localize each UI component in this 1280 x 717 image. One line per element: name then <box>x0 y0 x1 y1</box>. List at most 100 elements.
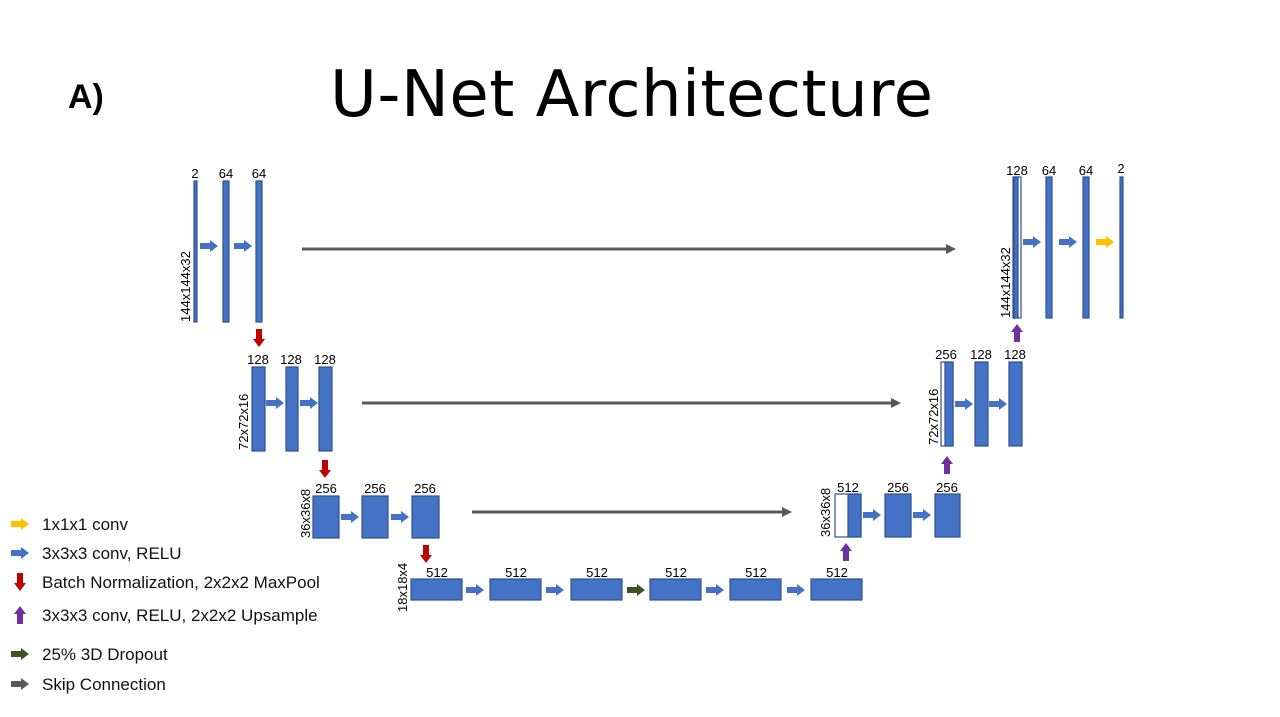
legend-label-conv: 3x3x3 conv, RELU <box>42 544 182 563</box>
feature-map-blocks <box>193 176 1124 601</box>
enc2-ch-1: 128 <box>247 352 269 367</box>
legend-conv-arrow-icon <box>11 547 29 559</box>
dec1-block-2 <box>1045 176 1053 319</box>
enc3-block-3 <box>411 495 440 539</box>
bottleneck-block-5 <box>729 578 782 601</box>
bottleneck-dim-label: 18x18x4 <box>395 563 410 612</box>
enc2-ch-2: 128 <box>280 352 302 367</box>
legend-label-dropout: 25% 3D Dropout <box>42 645 168 664</box>
bottleneck-ch-6: 512 <box>826 565 848 580</box>
legend-label-skip: Skip Connection <box>42 675 166 694</box>
enc1-ch-2: 64 <box>219 166 233 181</box>
legend-onexone-arrow-icon <box>11 518 29 530</box>
bottleneck-ch-4: 512 <box>665 565 687 580</box>
dec3-block-1-fill <box>847 493 862 538</box>
dec3-ch-1: 512 <box>837 480 859 495</box>
conv-arrow <box>1059 236 1077 248</box>
legend-upsample-arrow-icon <box>14 606 26 624</box>
dec1-block-3 <box>1082 176 1090 319</box>
enc2-block-2 <box>285 366 299 452</box>
enc1-block-1 <box>193 180 198 323</box>
dec3-dim-label: 36x36x8 <box>818 488 833 537</box>
enc3-ch-3: 256 <box>414 481 436 496</box>
conv-arrow <box>955 398 973 410</box>
conv-arrow <box>466 584 484 596</box>
dec1-dim-label: 144x144x32 <box>998 247 1013 318</box>
enc2-dim-label: 72x72x16 <box>236 394 251 450</box>
dec1-ch-3: 64 <box>1079 163 1093 178</box>
conv-arrow <box>787 584 805 596</box>
bottleneck-block-4 <box>649 578 702 601</box>
diagram-title: U-Net Architecture <box>330 58 934 132</box>
conv-arrow <box>546 584 564 596</box>
bottleneck-block-6 <box>810 578 863 601</box>
upsample-arrow <box>941 456 953 474</box>
skip-connection-1-head <box>946 244 956 254</box>
enc2-block-3 <box>318 366 333 452</box>
enc1-ch-3: 64 <box>252 166 266 181</box>
conv-arrow <box>234 240 252 252</box>
panel-label: A) <box>68 78 104 116</box>
upsample-arrow <box>840 543 852 561</box>
conv-arrow <box>300 397 318 409</box>
dec3-ch-2: 256 <box>887 480 909 495</box>
pool-arrow <box>420 545 432 563</box>
legend-label-pool: Batch Normalization, 2x2x2 MaxPool <box>42 573 320 592</box>
enc2-block-1 <box>251 366 266 452</box>
onexone-arrow <box>1096 236 1114 248</box>
conv-arrow <box>913 509 931 521</box>
legend-dropout-arrow-icon <box>11 648 29 660</box>
bottleneck-ch-5: 512 <box>745 565 767 580</box>
enc3-ch-2: 256 <box>364 481 386 496</box>
conv-arrow <box>863 509 881 521</box>
dec1-ch-4: 2 <box>1117 161 1124 176</box>
dec3-block-2 <box>884 493 912 538</box>
conv-arrow <box>989 398 1007 410</box>
legend-label-upsample: 3x3x3 conv, RELU, 2x2x2 Upsample <box>42 606 318 625</box>
skip-connection-3-head <box>782 507 792 517</box>
dec2-block-3 <box>1008 361 1023 447</box>
enc3-block-1 <box>312 495 340 539</box>
dec1-block-4 <box>1119 176 1124 319</box>
conv-arrow <box>391 511 409 523</box>
enc1-block-3 <box>255 180 263 323</box>
pool-arrow <box>319 460 331 478</box>
pool-arrow <box>253 329 265 347</box>
upsample-arrow <box>1011 324 1023 342</box>
conv-arrow <box>266 397 284 409</box>
dec2-dim-label: 72x72x16 <box>926 389 941 445</box>
legend-pool-arrow-icon <box>14 573 26 591</box>
legend-skip-arrow-icon <box>11 678 29 690</box>
dec2-block-2 <box>974 361 989 447</box>
bottleneck-ch-2: 512 <box>505 565 527 580</box>
dec2-ch-1: 256 <box>935 347 957 362</box>
dropout-arrow <box>627 584 645 596</box>
dec3-block-3 <box>934 493 961 538</box>
bottleneck-block-3 <box>570 578 623 601</box>
enc1-ch-1: 2 <box>191 166 198 181</box>
dec2-ch-3: 128 <box>1004 347 1026 362</box>
dec1-block-1-fill <box>1013 176 1019 319</box>
operation-arrows <box>200 236 1114 596</box>
dec2-ch-2: 128 <box>970 347 992 362</box>
conv-arrow <box>200 240 218 252</box>
enc1-dim-label: 144x144x32 <box>178 251 193 322</box>
enc3-block-2 <box>361 495 389 539</box>
enc2-ch-3: 128 <box>314 352 336 367</box>
bottleneck-block-1 <box>410 578 463 601</box>
bottleneck-ch-3: 512 <box>586 565 608 580</box>
skip-connection-2-head <box>891 398 901 408</box>
channel-labels: 2 64 64 144x144x32 128 64 64 2 144x144x32 128 128 1… <box>178 161 1125 612</box>
enc3-ch-1: 256 <box>315 481 337 496</box>
bottleneck-block-2 <box>489 578 542 601</box>
dec1-ch-1: 128 <box>1006 163 1028 178</box>
conv-arrow <box>1023 236 1041 248</box>
enc1-block-2 <box>222 180 230 323</box>
dec3-ch-3: 256 <box>936 480 958 495</box>
dec1-ch-2: 64 <box>1042 163 1056 178</box>
conv-arrow <box>341 511 359 523</box>
bottleneck-ch-1: 512 <box>426 565 448 580</box>
